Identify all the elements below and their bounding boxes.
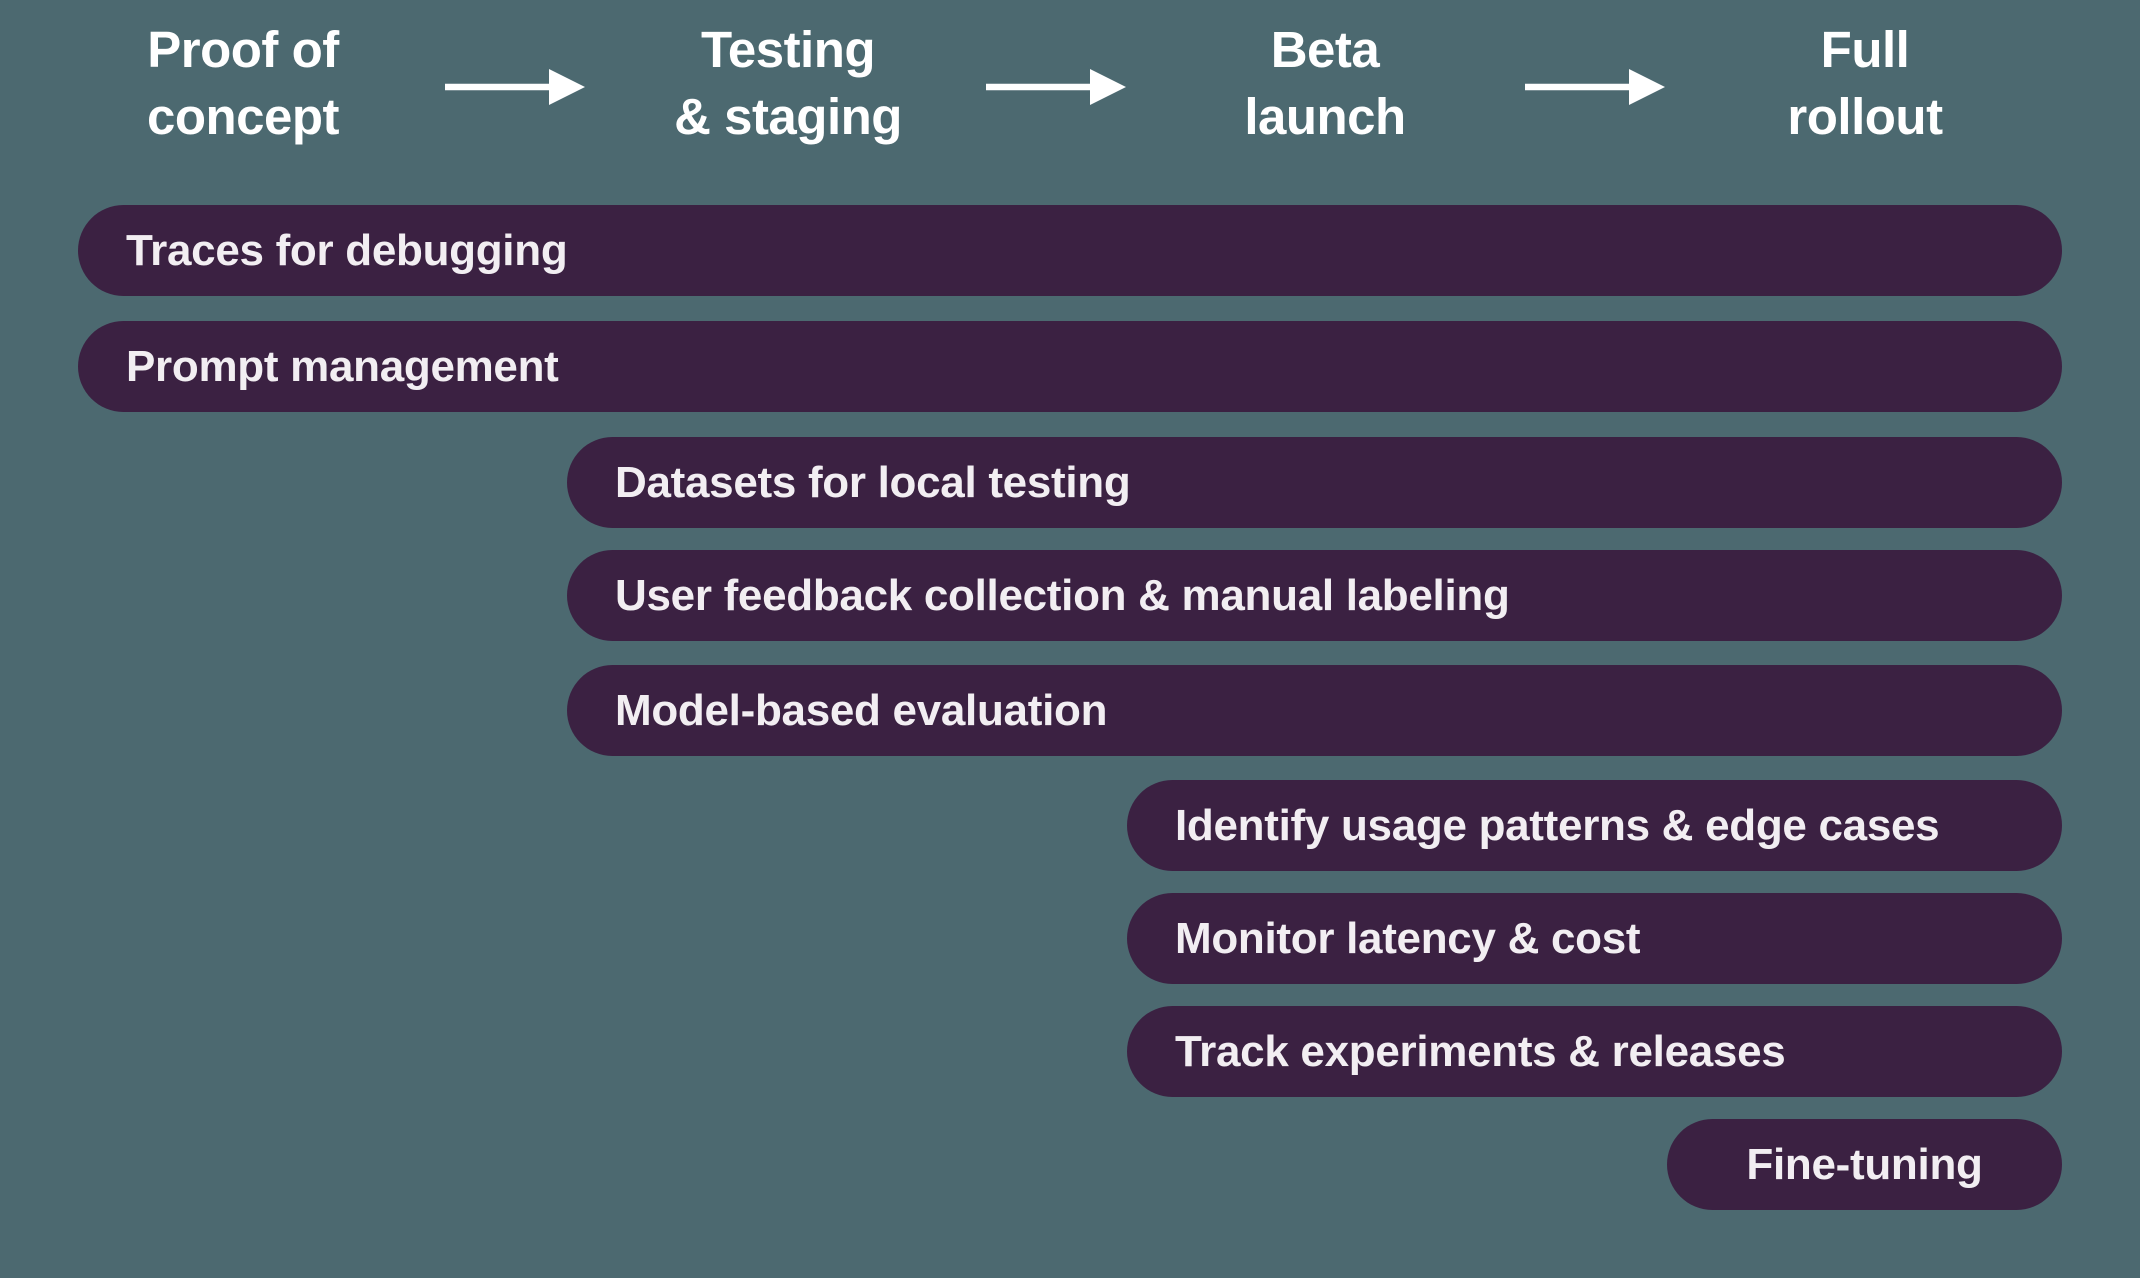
arrow-right-icon [445, 69, 585, 105]
arrow-right-icon [1525, 69, 1665, 105]
feature-bar-datasets-for-local-testing: Datasets for local testing [567, 437, 2062, 528]
feature-bar-label: Traces for debugging [126, 225, 568, 275]
stage-label-line: Full [1820, 21, 1910, 78]
feature-bar-label: User feedback collection & manual labeli… [615, 570, 1510, 620]
feature-bar-traces-for-debugging: Traces for debugging [78, 205, 2062, 296]
feature-bar-label: Identify usage patterns & edge cases [1175, 800, 1940, 850]
feature-bar-monitor-latency-cost: Monitor latency & cost [1127, 893, 2062, 984]
feature-bar-prompt-management: Prompt management [78, 321, 2062, 412]
feature-bar-label: Track experiments & releases [1175, 1026, 1786, 1076]
feature-bar-user-feedback-collection: User feedback collection & manual labeli… [567, 550, 2062, 641]
feature-bar-label: Monitor latency & cost [1175, 913, 1641, 963]
feature-bar-label: Fine-tuning [1746, 1139, 1983, 1189]
feature-bar-identify-usage-patterns: Identify usage patterns & edge cases [1127, 780, 2062, 871]
stage-label-proof-of-concept: Proof of concept [0, 16, 503, 150]
feature-bar-label: Prompt management [126, 341, 559, 391]
feature-bar-fine-tuning: Fine-tuning [1667, 1119, 2062, 1210]
arrow-right-icon [986, 69, 1126, 105]
feature-bar-model-based-evaluation: Model-based evaluation [567, 665, 2062, 756]
feature-bar-track-experiments-releases: Track experiments & releases [1127, 1006, 2062, 1097]
stage-label-full-rollout: Full rollout [1605, 16, 2125, 150]
stage-label-line: Beta [1270, 21, 1380, 78]
stage-label-line: & staging [674, 88, 902, 145]
stage-label-line: concept [146, 88, 340, 145]
stage-label-line: Testing [700, 21, 876, 78]
stage-label-beta-launch: Beta launch [1065, 16, 1585, 150]
stage-label-line: rollout [1787, 88, 1943, 145]
stage-label-line: launch [1244, 88, 1406, 145]
feature-bar-label: Datasets for local testing [615, 457, 1131, 507]
stage-label-line: Proof of [147, 21, 339, 78]
stage-label-testing-staging: Testing & staging [528, 16, 1048, 150]
feature-bar-label: Model-based evaluation [615, 685, 1108, 735]
